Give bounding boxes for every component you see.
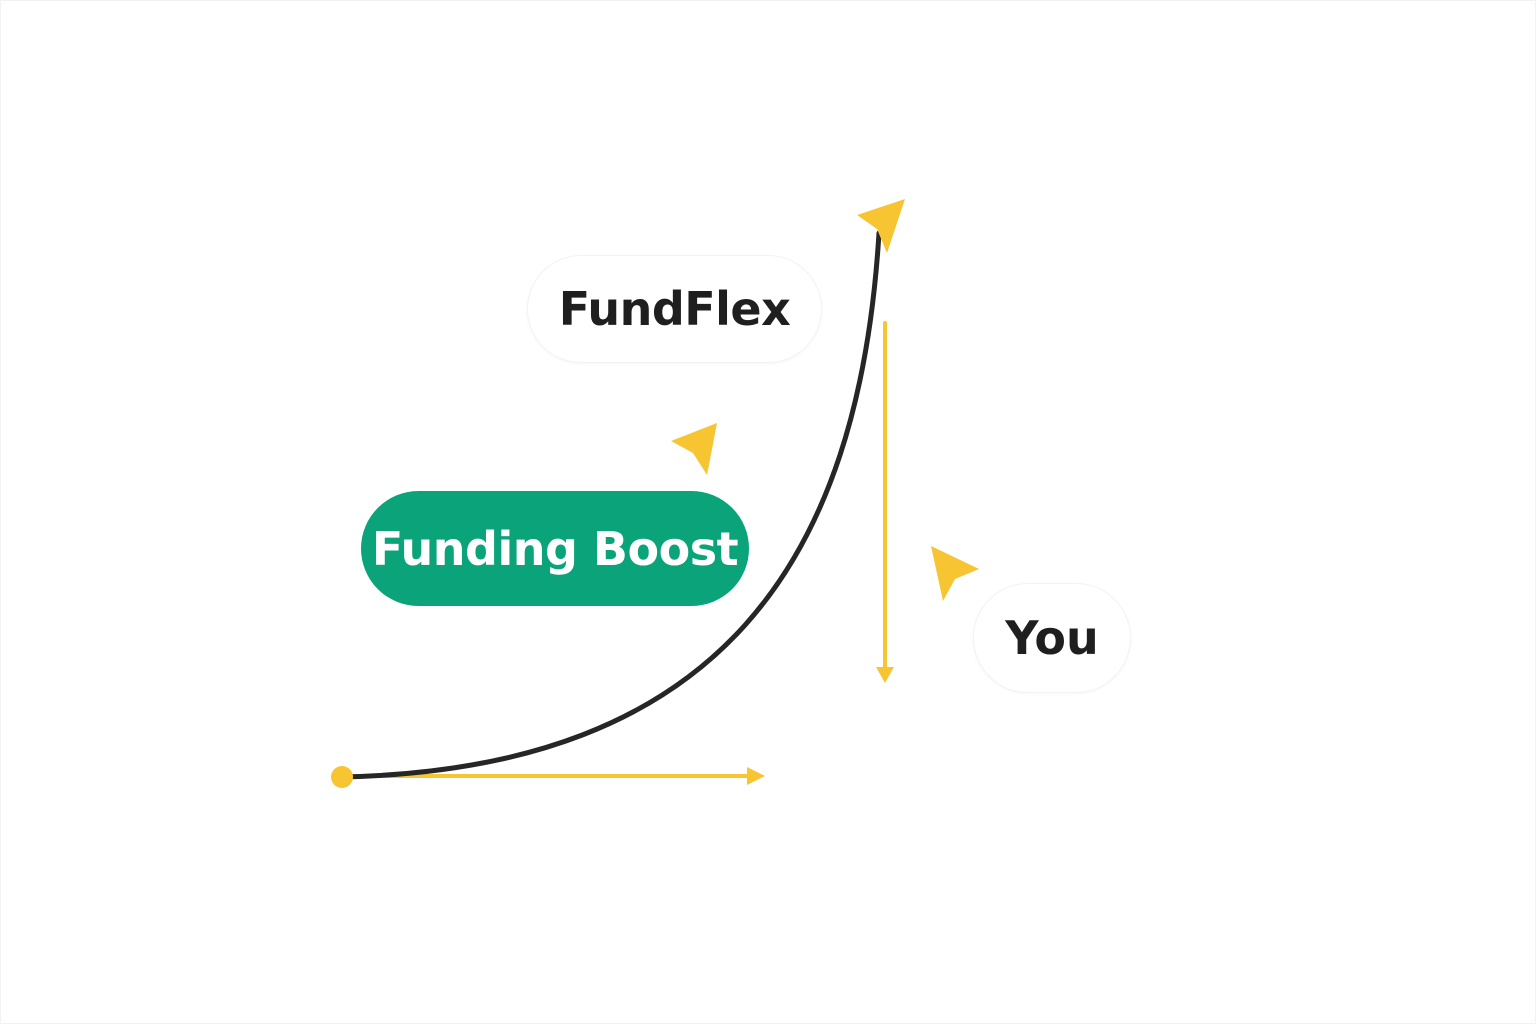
funding-boost-pill: Funding Boost — [361, 491, 749, 606]
vertical-drop-arrowhead — [876, 667, 894, 683]
fundflex-label-pill: FundFlex — [527, 255, 822, 363]
fundflex-label: FundFlex — [558, 282, 791, 336]
horizontal-axis-arrowhead — [747, 767, 765, 785]
funding-boost-label: Funding Boost — [371, 521, 739, 576]
cursor-pointer-boost-icon — [671, 423, 717, 475]
cursor-pointer-you-icon — [931, 546, 979, 601]
growth-curve — [339, 230, 882, 780]
start-dot — [331, 766, 353, 788]
you-label: You — [1005, 611, 1099, 665]
cursor-pointer-top-icon — [857, 199, 905, 253]
you-label-pill: You — [973, 583, 1131, 693]
